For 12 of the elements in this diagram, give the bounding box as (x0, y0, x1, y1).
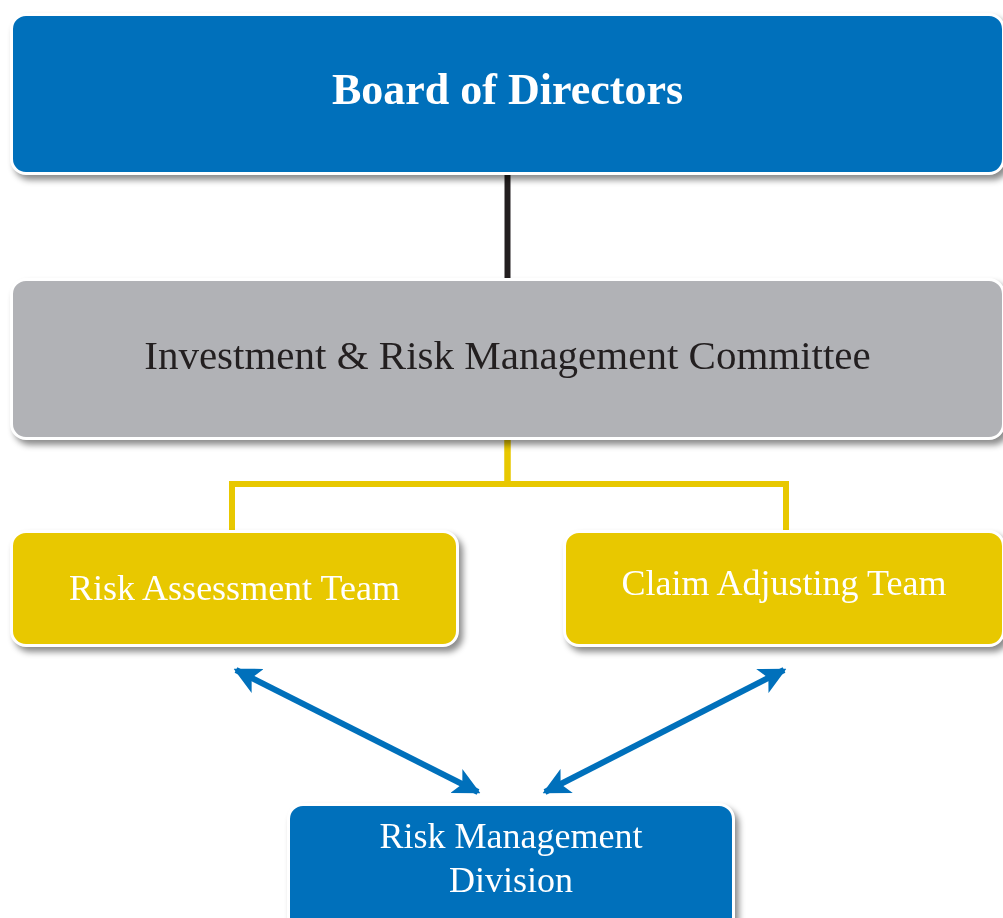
arrow (542, 667, 787, 795)
node-label: Risk Assessment Team (69, 566, 400, 610)
arrow (233, 667, 481, 795)
node-label: Claim Adjusting Team (621, 561, 947, 605)
team-box (10, 530, 459, 647)
node-label: Board of Directors (331, 63, 684, 116)
node-label: Investment & Risk Management Committee (144, 331, 871, 381)
division-box (287, 803, 735, 918)
committee-box (10, 278, 1003, 440)
team-box (563, 530, 1003, 647)
node-label: Risk Management Division (378, 815, 644, 902)
board-box (10, 13, 1003, 175)
